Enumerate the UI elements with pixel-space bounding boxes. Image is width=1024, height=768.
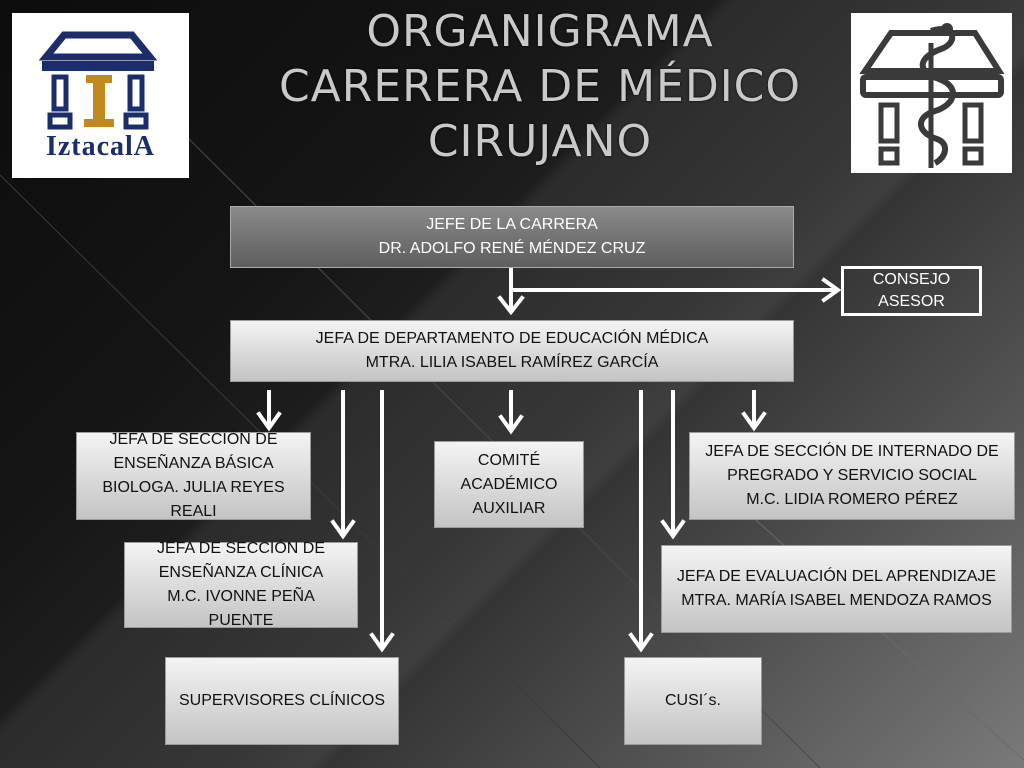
iztacala-logo-text: IztacalA: [45, 131, 156, 162]
node-clinica-line4: PUENTE: [208, 612, 274, 629]
node-basica-line1: JEFA DE SECCIÓN DE: [109, 431, 278, 448]
node-consejo-line2: ASESOR: [878, 293, 945, 310]
node-comite-academico: COMITÉ ACADÉMICO AUXILIAR: [434, 441, 584, 528]
node-evaluacion-line1: JEFA DE EVALUACIÓN DEL APRENDIZAJE: [676, 568, 997, 585]
node-ensenanza-clinica: JEFA DE SECCIÓN DE ENSEÑANZA CLÍNICA M.C…: [124, 540, 358, 629]
node-comite-line1: COMITÉ: [477, 451, 541, 469]
node-internado-line2: PREGRADO Y SERVICIO SOCIAL: [727, 467, 977, 484]
node-clinica-line2: ENSEÑANZA CLÍNICA: [158, 564, 324, 581]
node-consejo-asesor: CONSEJO ASESOR: [841, 266, 982, 316]
node-consejo-line1: CONSEJO: [872, 271, 951, 288]
page-title: ORGANIGRAMA CARERERA DE MÉDICO CIRUJANO: [230, 4, 850, 169]
node-cusis: CUSI´s.: [624, 657, 762, 745]
node-basica-line2: ENSEÑANZA BÁSICA: [113, 455, 274, 472]
node-jefe-line1: JEFE DE LA CARRERA: [426, 216, 598, 233]
node-departamento: JEFA DE DEPARTAMENTO DE EDUCACIÓN MÉDICA…: [230, 320, 794, 382]
node-comite-line2: ACADÉMICO: [460, 475, 558, 493]
node-supervisores-clinicos: SUPERVISORES CLÍNICOS: [165, 657, 399, 745]
node-evaluacion-line2: MTRA. MARÍA ISABEL MENDOZA RAMOS: [681, 592, 992, 609]
node-comite-line3: AUXILIAR: [472, 499, 546, 517]
medicine-logo: [851, 13, 1012, 173]
node-basica-line4: REALI: [170, 503, 217, 520]
node-jefe-carrera: JEFE DE LA CARRERA DR. ADOLFO RENÉ MÉNDE…: [230, 206, 794, 268]
node-internado-line3: M.C. LIDIA ROMERO PÉREZ: [746, 491, 958, 508]
node-ensenanza-basica: JEFA DE SECCIÓN DE ENSEÑANZA BÁSICA BIOL…: [76, 431, 311, 520]
iztacala-logo: IztacalA: [12, 13, 189, 178]
node-basica-line3: BIOLOGA. JULIA REYES: [102, 479, 285, 496]
node-departamento-line1: JEFA DE DEPARTAMENTO DE EDUCACIÓN MÉDICA: [315, 330, 709, 347]
node-jefe-line2: DR. ADOLFO RENÉ MÉNDEZ CRUZ: [378, 240, 646, 257]
node-internado: JEFA DE SECCIÓN DE INTERNADO DE PREGRADO…: [689, 432, 1015, 520]
node-internado-line1: JEFA DE SECCIÓN DE INTERNADO DE: [705, 443, 999, 460]
node-evaluacion: JEFA DE EVALUACIÓN DEL APRENDIZAJE MTRA.…: [661, 545, 1012, 633]
title-line-1: ORGANIGRAMA: [366, 6, 714, 57]
node-clinica-line3: M.C. IVONNE PEÑA: [167, 588, 315, 605]
node-departamento-line2: MTRA. LILIA ISABEL RAMÍREZ GARCÍA: [365, 354, 659, 371]
node-clinica-line1: JEFA DE SECCIÓN DE: [156, 540, 326, 557]
title-line-3: CIRUJANO: [427, 116, 653, 167]
node-supervisores-line1: SUPERVISORES CLÍNICOS: [179, 692, 385, 709]
medicine-serpent-building-icon: [859, 23, 1005, 168]
title-line-2: CARERERA DE MÉDICO: [278, 61, 802, 112]
node-cusis-line1: CUSI´s.: [665, 692, 721, 709]
iztacala-building-icon: [38, 31, 158, 130]
